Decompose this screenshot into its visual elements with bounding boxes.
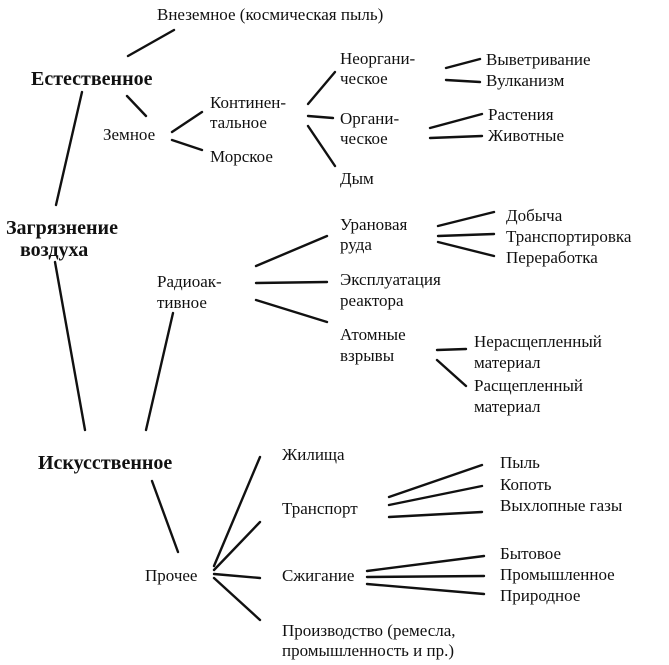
edge-other-production <box>212 576 262 622</box>
edge-terrestrial-continental <box>170 110 204 134</box>
uranium-transport-label: Транспортировка <box>506 227 632 246</box>
processing-label: Переработка <box>506 248 598 267</box>
explosions-label-line2: взрывы <box>340 346 395 365</box>
other-label: Прочее <box>145 566 198 585</box>
domestic-label: Бытовое <box>500 544 562 563</box>
edge-transport-dust <box>387 463 484 499</box>
artificial-label: Искусственное <box>38 452 173 474</box>
edge-combustion-natural <box>365 582 486 596</box>
continental-label-line2: тальное <box>210 113 267 132</box>
edge-continental-inorganic <box>306 70 337 106</box>
edge-root-natural <box>54 90 84 207</box>
natural-combustion-label: Природное <box>500 586 581 605</box>
organic-label-line2: ческое <box>340 129 388 148</box>
inorganic-label-line1: Неоргани- <box>340 49 416 68</box>
edge-explosions-split <box>435 358 468 388</box>
combustion-label: Сжигание <box>282 566 355 585</box>
reactor-label-line1: Эксплуатация <box>340 270 441 289</box>
animals-label: Животные <box>488 126 565 145</box>
split-label-line1: Расщепленный <box>474 376 584 395</box>
edge-inorganic-volcanism <box>444 78 482 84</box>
edge-radioactive-uranium <box>254 234 329 268</box>
unsplit-label-line2: материал <box>474 353 541 372</box>
edge-explosions-unsplit <box>435 347 468 352</box>
edge-terrestrial-marine <box>170 138 204 152</box>
exhaust-label: Выхлопные газы <box>500 496 623 515</box>
industrial-label: Промышленное <box>500 565 615 584</box>
continental-label-line1: Континен- <box>210 93 287 112</box>
marine-label: Морское <box>210 147 273 166</box>
edge-inorganic-weathering <box>444 57 482 70</box>
mining-label: Добыча <box>506 206 563 225</box>
split-label-line2: материал <box>474 397 541 416</box>
unsplit-label-line1: Нерасщепленный <box>474 332 602 351</box>
radioactive-label-line1: Радиоак- <box>157 272 222 291</box>
uranium-ore-label-line2: руда <box>340 235 372 254</box>
edge-uranium-mining <box>436 210 496 228</box>
edge-other-transport <box>212 520 262 572</box>
edge-radioactive-artificial <box>144 311 175 432</box>
soot-label: Копоть <box>500 475 552 494</box>
edge-natural-terrestrial <box>125 94 148 118</box>
edge-transport-exhaust <box>387 510 484 519</box>
production-label-line1: Производство (ремесла, <box>282 621 456 640</box>
edge-artificial-other <box>150 479 180 554</box>
volcanism-label: Вулканизм <box>486 71 565 90</box>
edge-uranium-transport <box>436 232 496 238</box>
natural-label: Естественное <box>31 68 153 90</box>
smoke-label: Дым <box>340 169 374 188</box>
edge-continental-organic <box>306 114 335 120</box>
inorganic-label-line2: ческое <box>340 69 388 88</box>
organic-label-line1: Органи- <box>340 109 400 128</box>
root-label-line2: воздуха <box>20 239 89 261</box>
dwellings-label: Жилища <box>282 445 345 464</box>
edge-organic-plants <box>428 112 484 130</box>
edge-radioactive-reactor <box>254 280 329 285</box>
edge-root-artificial <box>53 260 87 432</box>
edge-natural-extraterrestrial <box>126 28 176 58</box>
edge-uranium-processing <box>436 240 496 258</box>
dust-label: Пыль <box>500 453 540 472</box>
root-label-line1: Загрязнение <box>6 217 118 239</box>
plants-label: Растения <box>488 105 554 124</box>
extraterrestrial-label: Внеземное (космическая пыль) <box>157 5 384 24</box>
reactor-label-line2: реактора <box>340 291 404 310</box>
edge-radioactive-explosions <box>254 298 329 324</box>
production-label-line2: промышленность и пр.) <box>282 641 455 660</box>
edge-other-combustion <box>212 572 262 580</box>
terrestrial-label: Земное <box>103 125 156 144</box>
edge-transport-soot <box>387 484 484 507</box>
edge-continental-smoke <box>306 124 337 168</box>
edge-organic-animals <box>428 134 484 140</box>
edge-combustion-industrial <box>365 574 486 579</box>
edge-combustion-domestic <box>365 554 486 573</box>
transport-label: Транспорт <box>282 499 358 518</box>
explosions-label-line1: Атомные <box>340 325 406 344</box>
uranium-ore-label-line1: Урановая <box>340 215 408 234</box>
radioactive-label-line2: тивное <box>157 293 207 312</box>
edge-other-dwellings <box>212 455 262 568</box>
weathering-label: Выветривание <box>486 50 591 69</box>
